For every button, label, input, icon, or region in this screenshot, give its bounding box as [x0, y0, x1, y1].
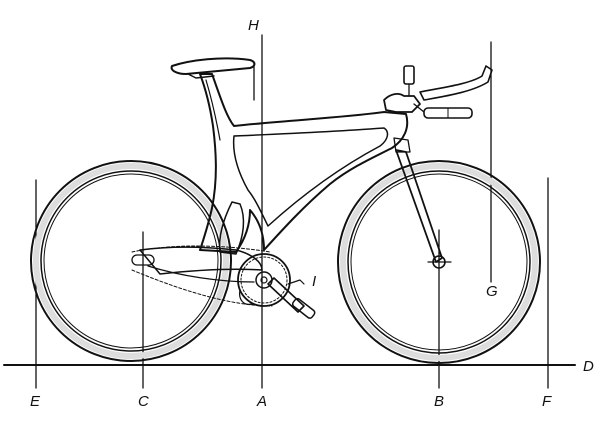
- label-c: C: [138, 393, 149, 410]
- handlebar: [383, 65, 493, 119]
- label-h: H: [248, 17, 259, 34]
- label-i: I: [312, 273, 316, 290]
- rear-fairing: [218, 201, 245, 255]
- label-e: E: [30, 393, 41, 410]
- rear-wheel: [30, 160, 232, 362]
- crank-and-pedal: [267, 277, 316, 319]
- chainring: [237, 253, 291, 307]
- front-hub: [427, 255, 452, 269]
- label-g: G: [486, 283, 498, 300]
- saddle: [170, 57, 256, 79]
- frame: [199, 73, 409, 253]
- chain-stay: [131, 245, 273, 307]
- label-d: D: [583, 358, 594, 375]
- fork: [393, 137, 443, 263]
- front-wheel: [337, 160, 541, 364]
- label-a: A: [256, 393, 267, 410]
- label-f: F: [542, 393, 552, 410]
- label-b: B: [434, 393, 444, 410]
